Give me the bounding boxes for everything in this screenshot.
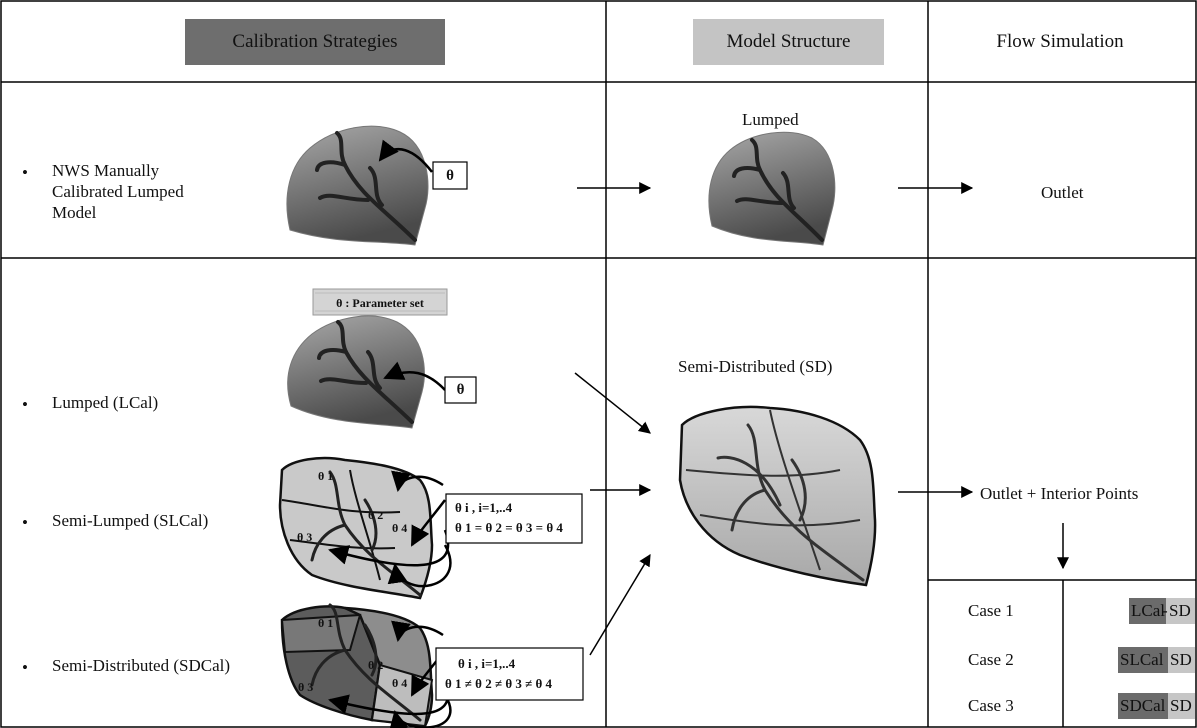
output-outlet: Outlet xyxy=(1041,183,1084,202)
strategy-nws-line1: NWS Manually xyxy=(52,161,160,180)
strategy-nws-line2: Calibrated Lumped xyxy=(52,182,184,201)
theta-row1: θ xyxy=(446,168,454,184)
bullet-lcal: • xyxy=(22,395,28,414)
sdcal-basin xyxy=(280,603,434,728)
case1-dash: - xyxy=(1162,601,1168,620)
strategy-nws-line3: Model xyxy=(52,203,97,222)
case3-cal: SDCal xyxy=(1120,696,1166,715)
lumped-model-basin xyxy=(708,131,836,246)
slcal-theta1: θ 1 xyxy=(318,469,334,483)
case2-sd: SD xyxy=(1170,650,1192,669)
case3-cal-box xyxy=(1118,693,1168,719)
sdcal-theta4: θ 4 xyxy=(392,676,408,690)
case1-sd: SD xyxy=(1169,601,1191,620)
sdcal-theta3: θ 3 xyxy=(298,680,314,694)
header-model-structure: Model Structure xyxy=(726,31,851,52)
lcal-basin xyxy=(287,315,425,429)
case2-cal: SLCal xyxy=(1120,650,1164,669)
case1-cal-box xyxy=(1129,598,1166,624)
case1-sd-box xyxy=(1166,598,1195,624)
theta-arrow-lcal xyxy=(383,361,446,391)
calibration-header-box xyxy=(185,19,445,65)
slcal-box-line2: θ 1 = θ 2 = θ 3 = θ 4 xyxy=(455,520,563,535)
case2-cal-box xyxy=(1118,647,1168,673)
sdcal-theta2: θ 2 xyxy=(368,658,384,672)
model-structure-header-box xyxy=(693,19,884,65)
sdcal-box-line2: θ 1 ≠ θ 2 ≠ θ 3 ≠ θ 4 xyxy=(445,676,553,691)
case3-name: Case 3 xyxy=(968,696,1014,715)
slcal-param-box xyxy=(445,493,583,544)
case2-sd-box xyxy=(1168,647,1195,673)
theta-arrow-row1 xyxy=(378,139,433,173)
slcal-theta2: θ 2 xyxy=(368,508,384,522)
arrow-sdcal-to-sd xyxy=(589,553,651,656)
structure-lumped-label: Lumped xyxy=(742,110,799,129)
theta-box-row1 xyxy=(432,161,468,190)
strategy-lcal: Lumped (LCal) xyxy=(52,393,159,412)
parameter-legend-text: θ : Parameter set xyxy=(336,296,424,310)
sdcal-box-line1: θ i , i=1,..4 xyxy=(458,656,516,671)
case3-sd-box xyxy=(1168,693,1195,719)
sdcal-theta1: θ 1 xyxy=(318,616,334,630)
strategy-sdcal: Semi-Distributed (SDCal) xyxy=(52,656,231,675)
theta-lcal: θ xyxy=(456,382,465,398)
structure-sd-label: Semi-Distributed (SD) xyxy=(678,357,833,376)
bullet-row1: • xyxy=(22,163,28,182)
strategy-slcal: Semi-Lumped (SLCal) xyxy=(52,511,209,530)
header-flow-simulation: Flow Simulation xyxy=(996,31,1124,52)
theta-box-lcal xyxy=(444,376,477,404)
slcal-box-line1: θ i , i=1,..4 xyxy=(455,500,513,515)
bullet-slcal: • xyxy=(22,513,28,532)
sdcal-param-box xyxy=(435,647,584,701)
slcal-theta4: θ 4 xyxy=(392,521,408,535)
case1-cal: LCal xyxy=(1131,601,1165,620)
bullet-sdcal: • xyxy=(22,658,28,677)
arrow-lcal-to-sd xyxy=(574,372,651,434)
output-outlet-interior: Outlet + Interior Points xyxy=(980,484,1139,503)
case2-name: Case 2 xyxy=(968,650,1014,669)
header-calibration-strategies: Calibration Strategies xyxy=(232,31,398,52)
sd-model-basin xyxy=(678,405,877,587)
slcal-theta3: θ 3 xyxy=(297,530,313,544)
case3-sd: SD xyxy=(1170,696,1192,715)
case1-name: Case 1 xyxy=(968,601,1014,620)
lumped-basin-row1 xyxy=(286,125,429,246)
